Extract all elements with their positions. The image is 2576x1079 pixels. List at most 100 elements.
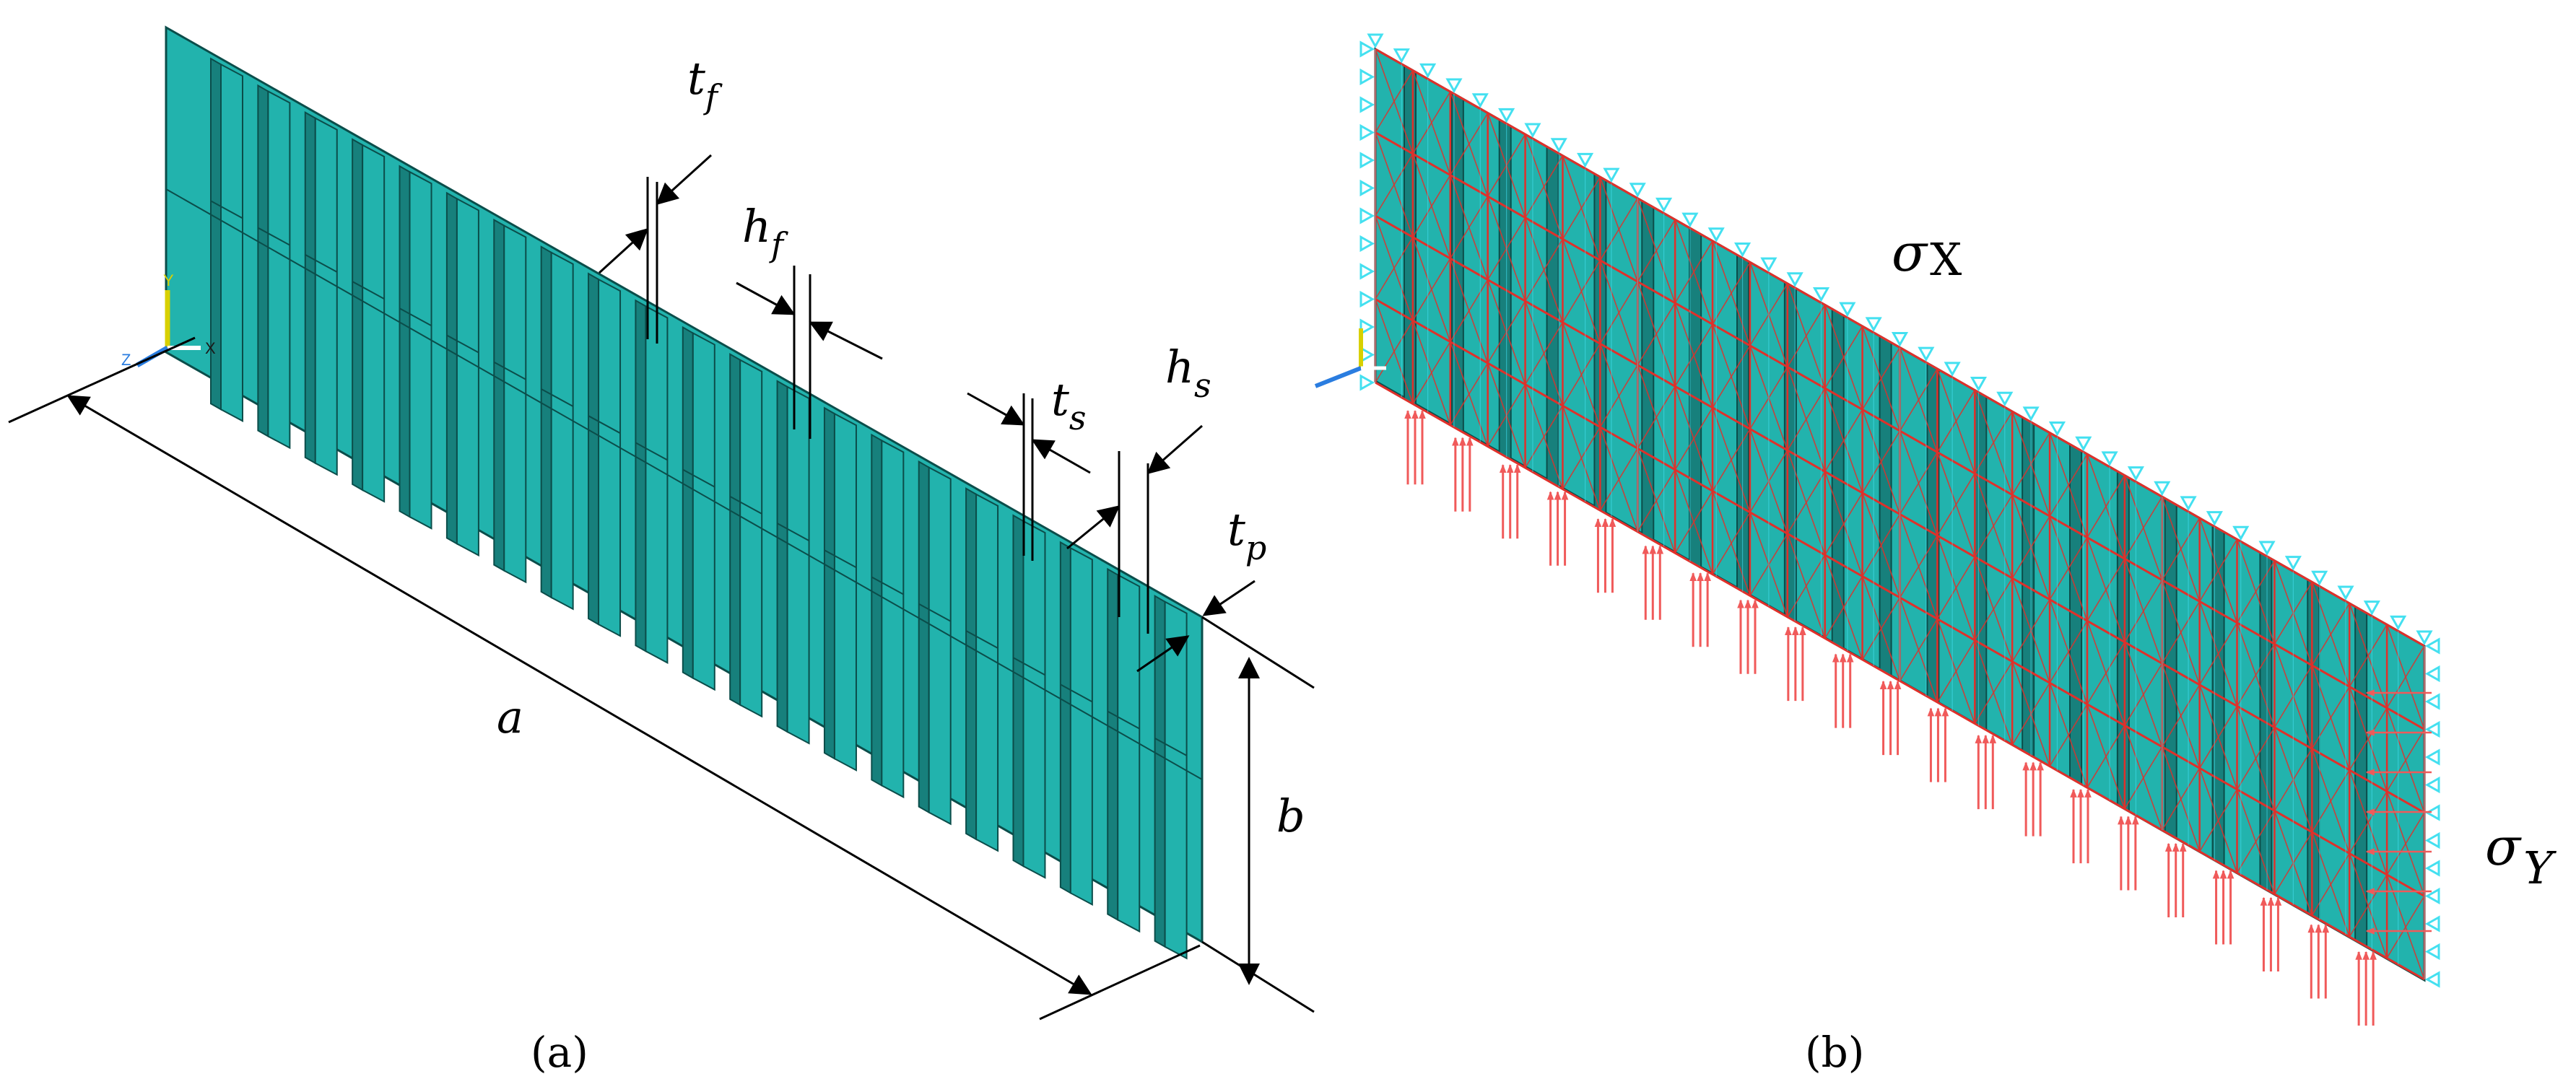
mesh-diagonal-line <box>2349 707 2388 771</box>
constraint-triangle-icon <box>2337 585 2354 601</box>
mesh-diagonal-line <box>2311 769 2350 833</box>
constraint-triangle-icon <box>2424 887 2440 905</box>
constraint-triangle-icon <box>1359 318 1375 336</box>
mesh-diagonal-line <box>2162 517 2201 581</box>
mesh-diagonal-line <box>1712 345 1751 409</box>
stiffener-web <box>540 245 552 599</box>
stiffener-web <box>965 487 978 841</box>
mesh-diagonal-line <box>1787 388 1826 451</box>
mesh-diagonal-line <box>1861 347 1901 410</box>
constraint-triangle-icon <box>1577 152 1594 168</box>
constraint-triangle-icon <box>1445 78 1463 94</box>
mesh-diagonal-line <box>1787 471 1826 534</box>
mesh-diagonal-line <box>2311 853 2350 916</box>
mesh-diagonal-line <box>1712 261 1751 325</box>
constraint-triangle-icon <box>2048 421 2066 437</box>
constraint-triangle-icon-group <box>1359 33 2440 988</box>
constraint-triangle-icon <box>1707 227 1725 243</box>
constraint-triangle-icon <box>2424 831 2440 849</box>
panel-b-fe-mesh-with-loads: σX σY (b) <box>1314 33 2557 1077</box>
mesh-diagonal-line <box>2087 558 2125 621</box>
panel-a-caption: (a) <box>531 1028 588 1077</box>
dimension-tp <box>1136 580 1256 673</box>
stiffener-flange <box>267 89 291 450</box>
mesh-diagonal-line <box>2198 538 2238 602</box>
stiffener-web <box>588 272 600 626</box>
mesh-diagonal-line <box>1974 411 2013 474</box>
constraint-triangle-icon <box>1970 377 1988 392</box>
mesh-diagonal-line <box>2124 746 2163 810</box>
stiffener-flange <box>409 170 432 530</box>
stiffener-web <box>823 406 835 760</box>
mesh-diagonal-line <box>1412 175 1451 237</box>
mesh-diagonal-line <box>1524 155 1564 219</box>
dimension-ts <box>967 392 1091 561</box>
constraint-triangle-icon <box>2075 436 2092 452</box>
stiffener-group <box>210 57 1188 960</box>
mesh-diagonal-line <box>1936 390 1975 453</box>
mesh-diagonal-line <box>1562 427 1601 490</box>
mesh-diagonal-line <box>1936 473 1975 536</box>
mesh-diagonal-line <box>1712 512 1751 575</box>
mesh-diagonal-line <box>2049 453 2088 517</box>
stiffener-seam <box>305 253 338 273</box>
mesh-diagonal-line <box>1824 409 1863 472</box>
constraint-triangle-icon <box>2258 541 2276 556</box>
constraint-triangle-icon <box>2424 748 2440 766</box>
constraint-triangle-icon <box>1393 48 1410 64</box>
dimension-tf <box>598 154 713 344</box>
constraint-triangle-icon <box>1359 152 1375 169</box>
dim-label-a: a <box>497 691 523 743</box>
mesh-diagonal-line <box>2236 643 2276 707</box>
mesh-diagonal-line <box>2386 812 2425 875</box>
stiffener-flange <box>928 466 952 826</box>
constraint-triangle-icon <box>1498 108 1515 123</box>
mesh-diagonal-line <box>1450 362 1489 426</box>
force-arrow-icon-group <box>1404 410 2432 1026</box>
mesh-diagonal-line <box>1599 364 1638 428</box>
mesh-diagonal-line <box>2349 624 2388 687</box>
stiffener-seam <box>210 200 243 219</box>
mesh-diagonal-line <box>2124 496 2163 559</box>
mesh-diagonal-line <box>1450 196 1489 259</box>
mesh-diagonal-line <box>2049 620 2088 683</box>
mesh-diagonal-line <box>1899 452 1938 515</box>
mesh-diagonal-line <box>1450 113 1489 175</box>
stiffener-flange <box>220 63 243 422</box>
mesh-diagonal-line <box>1824 576 1863 639</box>
mesh-diagonal-line <box>1712 428 1751 492</box>
constraint-triangle-icon <box>2206 511 2223 526</box>
mesh-diagonal-line <box>2311 686 2350 749</box>
mesh-diagonal-line <box>2087 642 2125 705</box>
constraint-triangle-icon <box>2311 570 2328 586</box>
mesh-diagonal-line <box>1375 153 1414 217</box>
mesh-diagonal-line <box>1899 368 1938 432</box>
triad-x-label: X <box>205 339 216 357</box>
dimension-hf <box>736 266 883 439</box>
mesh-diagonal-line <box>1524 238 1564 302</box>
stiffener-web <box>352 138 364 492</box>
dim-label-hs: hs <box>1165 341 1211 405</box>
constraint-triangle-icon <box>1996 391 2014 407</box>
sigma-y-label: σY <box>2485 816 2557 894</box>
constraint-triangle-icon <box>1359 123 1375 141</box>
stiffener-web <box>304 111 316 465</box>
constraint-triangle-icon <box>1359 374 1375 391</box>
mesh-diagonal-line <box>1412 341 1451 404</box>
constraint-triangle-icon <box>2363 600 2380 616</box>
mesh-diagonal-line <box>2124 663 2163 726</box>
mesh-diagonal-line <box>1637 469 1676 533</box>
mesh-diagonal-line <box>1375 70 1414 133</box>
stiffener-seam <box>1154 737 1188 756</box>
stiffener-seam <box>446 334 479 354</box>
mesh-diagonal-line <box>1674 240 1713 304</box>
constraint-triangle-icon <box>1359 263 1375 280</box>
mesh-diagonal-line <box>2311 603 2350 666</box>
mesh-diagonal-line <box>2049 704 2088 767</box>
constraint-triangle-icon <box>1733 242 1752 258</box>
mesh-diagonal-line <box>2162 767 2201 831</box>
mesh-diagonal-line <box>2162 684 2201 748</box>
stiffener-seam <box>257 227 290 246</box>
stiffener-web <box>918 460 930 814</box>
stiffener-web <box>1012 514 1024 868</box>
